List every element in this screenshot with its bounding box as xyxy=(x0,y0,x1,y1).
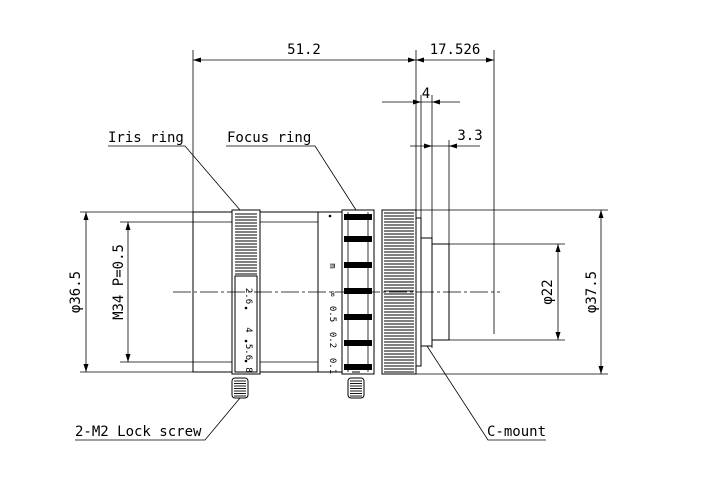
arrow xyxy=(449,143,457,149)
focus-scale: m ∞ 0.5 0.2 0.1 xyxy=(327,214,337,374)
arrow xyxy=(416,57,424,63)
dim-filter-thread: M34 P=0.5 xyxy=(111,221,193,363)
leader-line xyxy=(108,145,241,211)
filter-thread-value: M34 P=0.5 xyxy=(111,244,127,320)
callout-c-mount: C-mount xyxy=(426,345,546,441)
iris-scale-dot xyxy=(244,359,248,363)
iris-knurl xyxy=(235,213,257,275)
iris-scale-label: 2.6 xyxy=(243,288,253,304)
lock-screw-label: 2-M2 Lock screw xyxy=(75,424,202,440)
dim-mount-diameter: φ22 xyxy=(449,243,565,341)
dim-flange-back: 17.526 xyxy=(416,42,495,334)
rear-knurled-ring xyxy=(381,209,417,375)
dim-mount-offset: 4 xyxy=(382,86,460,236)
focus-lock-screw-head xyxy=(347,377,365,399)
focus-ring[interactable]: m ∞ 0.5 0.2 0.1 xyxy=(327,209,375,399)
focus-groove xyxy=(344,364,372,370)
iris-lock-screw-knurl xyxy=(234,380,246,397)
arrow xyxy=(193,57,201,63)
iris-scale-label: 4 xyxy=(243,327,253,332)
body-length-value: 51.2 xyxy=(287,42,321,58)
dim-mount-depth: 3.3 xyxy=(410,128,483,244)
callout-lock-screw: 2-M2 Lock screw xyxy=(75,397,241,441)
arrow xyxy=(83,364,89,372)
arrow xyxy=(555,332,561,340)
arrow xyxy=(486,57,494,63)
dim-front-diameter: φ36.5 xyxy=(68,211,193,373)
arrow xyxy=(555,244,561,252)
iris-ring[interactable]: 2.6 4 5.6 8 xyxy=(231,209,261,399)
focus-scale-label: ∞ xyxy=(327,291,337,297)
leader-line xyxy=(226,145,357,211)
arrow xyxy=(125,354,131,362)
arrow xyxy=(424,143,432,149)
leader-line xyxy=(426,345,546,441)
dim-body-length: 51.2 xyxy=(192,42,417,212)
focus-groove xyxy=(344,214,372,220)
leader-line xyxy=(75,397,241,441)
arrow xyxy=(413,99,421,105)
arrow xyxy=(432,99,440,105)
focus-lock-screw[interactable] xyxy=(347,371,365,399)
focus-groove xyxy=(344,262,372,268)
iris-scale-label: 8 xyxy=(243,367,253,372)
focus-scale-dot xyxy=(328,214,332,218)
focus-lock-screw-knurl xyxy=(350,380,362,397)
focus-scale-label: 0.5 xyxy=(327,306,337,322)
iris-scale-label: 5.6 xyxy=(243,344,253,360)
flange-back-value: 17.526 xyxy=(430,42,481,58)
focus-groove xyxy=(344,236,372,242)
iris-scale-dot xyxy=(244,339,248,343)
focus-ring-label: Focus ring xyxy=(227,130,311,146)
arrow xyxy=(598,366,604,374)
focus-scale-label: m xyxy=(327,263,337,268)
rear-knurl xyxy=(384,212,414,373)
max-diameter-value: φ37.5 xyxy=(584,271,600,313)
mount-diameter-value: φ22 xyxy=(540,279,556,304)
iris-lock-screw[interactable] xyxy=(231,371,249,399)
arrow xyxy=(83,212,89,220)
c-mount-label: C-mount xyxy=(487,424,546,440)
focus-groove xyxy=(344,340,372,346)
iris-ring-label: Iris ring xyxy=(108,130,184,146)
focus-scale-label: 0.1 xyxy=(327,358,337,374)
focus-scale-label: 0.2 xyxy=(327,332,337,348)
focus-groove xyxy=(344,314,372,320)
arrow xyxy=(125,222,131,230)
dim-max-diameter: φ37.5 xyxy=(416,209,608,375)
callout-focus-ring: Focus ring xyxy=(226,130,357,211)
callout-iris-ring: Iris ring xyxy=(108,130,241,211)
iris-scale-dot xyxy=(244,306,248,310)
iris-scale: 2.6 4 5.6 8 xyxy=(243,288,253,373)
front-diameter-value: φ36.5 xyxy=(68,271,84,313)
arrow xyxy=(598,210,604,218)
iris-scale-window xyxy=(234,275,258,373)
focus-groove xyxy=(344,288,372,294)
mount-depth-value: 3.3 xyxy=(457,128,482,144)
arrow xyxy=(408,57,416,63)
mount-offset-value: 4 xyxy=(422,86,430,102)
